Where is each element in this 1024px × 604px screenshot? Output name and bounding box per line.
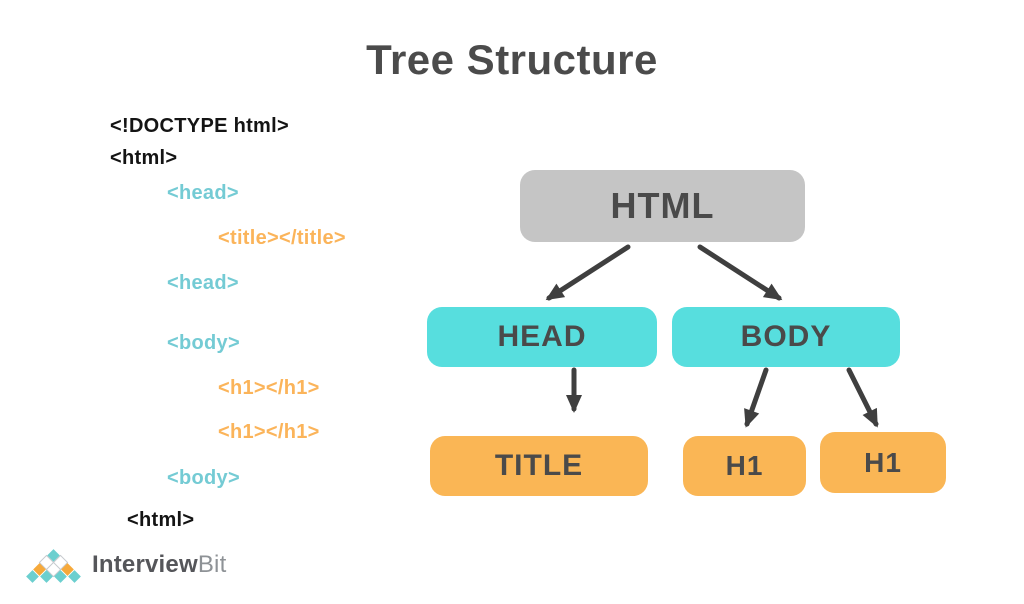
code-line: <body> [167,467,240,489]
code-line: <title></title> [218,227,346,249]
tree-node-h1-right: H1 [820,432,946,493]
brand-name-light: Bit [197,551,227,578]
code-line: <h1></h1> [218,377,320,399]
code-line: <head> [167,272,239,294]
arrow-body-to-h1-right [846,367,879,428]
code-line: <!DOCTYPE html> [110,115,289,137]
tree-node-html: HTML [520,170,805,242]
code-line: <body> [167,332,240,354]
tree-node-title: TITLE [430,436,648,496]
code-line: <head> [167,182,239,204]
code-line: <html> [127,509,195,531]
interviewbit-wordmark: InterviewBit [92,551,226,579]
arrow-html-to-head [545,244,631,301]
interviewbit-logo: InterviewBit [22,548,226,583]
interviewbit-pyramid-icon [22,548,84,583]
tree-node-body: BODY [672,307,900,367]
arrow-body-to-h1-left [744,367,769,428]
tree-node-head: HEAD [427,307,657,367]
tree-node-h1-left: H1 [683,436,806,496]
code-line: <html> [110,147,178,169]
page-title: Tree Structure [366,36,658,83]
code-line: <h1></h1> [218,421,320,443]
arrow-html-to-body [697,244,783,301]
brand-name-bold: Interview [92,551,198,578]
